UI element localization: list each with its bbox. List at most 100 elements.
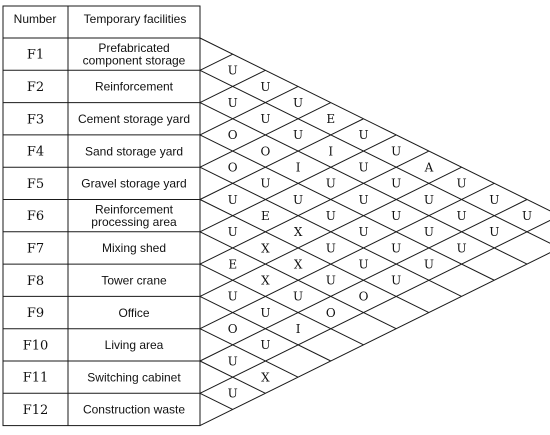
relationship-code: U: [293, 96, 303, 110]
facility-row: F12 Construction waste: [23, 403, 186, 418]
facility-row: F8 Tower crane: [27, 273, 167, 288]
facility-name: Sand storage yard: [85, 144, 183, 158]
matrix-line: [199, 53, 233, 71]
relationship-code: O: [228, 161, 238, 175]
relationship-code: U: [424, 225, 434, 239]
relationship-code: U: [358, 161, 368, 175]
facility-name: Reinforcement: [95, 80, 174, 94]
facility-number: F11: [23, 371, 49, 386]
relationship-code: I: [296, 161, 301, 175]
relationship-code: U: [424, 193, 434, 207]
number-column-header: Number: [14, 12, 57, 26]
relationship-code: U: [260, 112, 270, 126]
facility-row: F4 Sand storage yard: [27, 144, 183, 159]
facility-number: F9: [27, 306, 44, 321]
matrix-line: [199, 392, 233, 410]
relationship-code: U: [358, 257, 368, 271]
matrix-line: [199, 199, 430, 313]
facility-row: F11 Switching cabinet: [23, 370, 182, 385]
facility-name: Cement storage yard: [78, 112, 190, 126]
matrix-line: [199, 69, 550, 244]
facility-name: Switching cabinet: [87, 370, 181, 384]
relationship-code: U: [228, 193, 238, 207]
matrix-line: [199, 86, 299, 136]
facility-number: F4: [27, 145, 44, 160]
relationship-code: U: [391, 209, 401, 223]
relationship-code: X: [261, 241, 270, 255]
facility-number: F3: [27, 112, 44, 127]
facility-number: F7: [27, 241, 44, 256]
relationship-code: E: [326, 112, 335, 126]
relationship-code: U: [326, 241, 336, 255]
relationship-code: U: [391, 241, 401, 255]
relationship-code: A: [424, 161, 434, 175]
relationship-code: U: [293, 128, 303, 142]
facility-column-header: Temporary facilities: [84, 12, 187, 26]
relationship-code: U: [457, 241, 467, 255]
matrix-line: [199, 134, 397, 233]
matrix-line: [199, 134, 495, 281]
facility-name: component storage: [83, 54, 186, 68]
relationship-code: U: [326, 209, 336, 223]
relationship-code: U: [457, 177, 467, 191]
matrix-line: [199, 166, 462, 297]
matrix-line: [199, 328, 299, 378]
facility-name: Construction waste: [83, 403, 185, 417]
facility-name: Prefabricated: [98, 41, 169, 55]
facility-row: F2 Reinforcement: [27, 80, 174, 95]
relationship-code: U: [228, 225, 238, 239]
relationship-code: U: [522, 209, 532, 223]
relationship-code: X: [261, 274, 270, 288]
relationship-code: U: [293, 193, 303, 207]
relationship-code: U: [424, 257, 434, 271]
facility-number: F1: [27, 48, 44, 63]
matrix-line: [199, 199, 528, 362]
relationship-code: X: [294, 257, 303, 271]
facility-number: F10: [23, 338, 49, 353]
relationship-code: U: [260, 338, 270, 352]
table-grid: [2, 5, 201, 427]
matrix-line: [199, 219, 550, 394]
facility-row: F7 Mixing shed: [27, 241, 166, 256]
relationship-code: O: [359, 290, 369, 304]
relationship-code: X: [261, 370, 270, 384]
facility-row: F3 Cement storage yard: [27, 112, 190, 127]
relationship-code: O: [326, 306, 336, 320]
facility-number: F8: [27, 274, 44, 289]
relationship-code: U: [228, 354, 238, 368]
relationship-code: U: [293, 290, 303, 304]
relationship-code: U: [326, 274, 336, 288]
relationship-code: U: [326, 177, 336, 191]
relationship-code: I: [296, 322, 301, 336]
relationship-code: I: [328, 144, 333, 158]
relationship-code: U: [228, 290, 238, 304]
relationship-code: U: [228, 387, 238, 401]
matrix-line: [199, 150, 430, 265]
facility-name: Office: [118, 306, 149, 320]
facility-name: Gravel storage yard: [81, 177, 186, 191]
relationship-code: U: [260, 306, 270, 320]
relationship-code: U: [489, 193, 499, 207]
relationship-code: U: [489, 225, 499, 239]
matrix-line: [199, 118, 364, 200]
matrix-line: [199, 263, 364, 346]
matrix-line: [199, 102, 332, 168]
relationship-code: O: [260, 144, 270, 158]
matrix-line: [199, 182, 495, 330]
facility-name: Mixing shed: [102, 241, 166, 255]
facility-number: F2: [27, 80, 44, 95]
relationship-code: E: [261, 209, 270, 223]
facility-name: Reinforcement: [95, 203, 174, 217]
facility-name: Living area: [105, 338, 164, 352]
relationship-code: U: [228, 64, 238, 78]
relationship-code: E: [228, 257, 237, 271]
relationship-code: U: [260, 177, 270, 191]
header-row: Number Temporary facilities: [14, 12, 187, 26]
facility-number: F6: [27, 209, 44, 224]
facility-name: Tower crane: [101, 273, 167, 287]
facility-number: F12: [23, 403, 49, 418]
